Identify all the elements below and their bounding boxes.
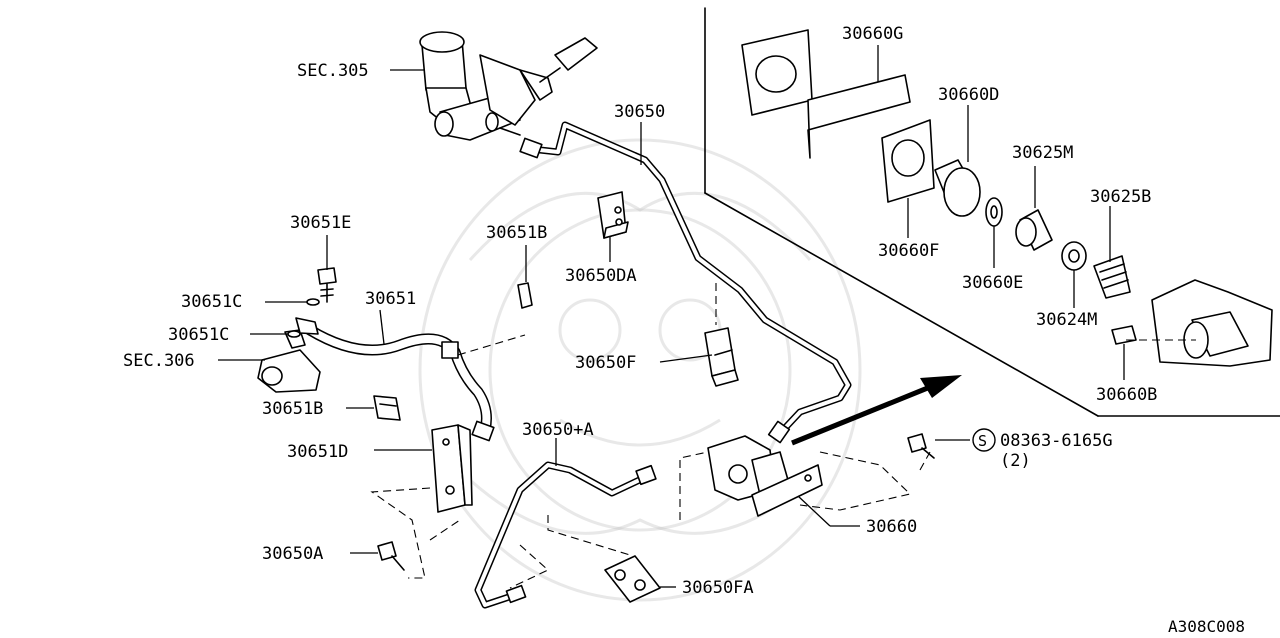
clutch-pipe-30650-plus-a [474,461,657,609]
connector-bolt-30651e [317,267,337,303]
callout-30651d[interactable]: 30651D [287,442,348,462]
callout-sec-305[interactable]: SEC.305 [297,61,369,81]
assembly-guide-lines [370,283,1196,589]
bolt-symbol: S [978,432,987,450]
clutch-pipe-30650 [519,121,852,444]
callout-30651b-upper[interactable]: 30651B [486,223,547,243]
seal-30624m [1061,241,1087,271]
callout-30650f[interactable]: 30650F [575,353,636,373]
damper-piston-30625m [1015,209,1053,251]
diagram-code: A308C008 [1168,617,1245,636]
bolt-code: 08363-6165G [1000,431,1113,451]
pipe-clip-30650fa [604,555,661,603]
hose-bracket-30651d [431,424,473,513]
washer-30651c [287,298,320,338]
bolt-30650a [377,541,405,571]
callout-30624m[interactable]: 30624M [1036,310,1097,330]
part-callouts: SEC.305 30650 30651E 30651B 30650DA 3065… [123,24,1245,636]
callout-30660g[interactable]: 30660G [842,24,903,44]
bleeder-30660b [1111,325,1137,345]
callout-30650[interactable]: 30650 [614,102,665,122]
callout-30660e[interactable]: 30660E [962,273,1023,293]
callout-30651e[interactable]: 30651E [290,213,351,233]
callout-30625b[interactable]: 30625B [1090,187,1151,207]
bolt-08363-6165g [907,433,935,459]
callout-30625m[interactable]: 30625M [1012,143,1073,163]
spring-30625b [1093,255,1131,299]
callout-30660f[interactable]: 30660F [878,241,939,261]
damper-housing [1151,279,1273,367]
damper-bracket-30660g [741,29,911,159]
damper-gasket-30660f [881,119,935,203]
washer-30660e [985,197,1003,227]
lock-plate-30651b-lower [373,395,401,421]
callout-30651b-lower[interactable]: 30651B [262,399,323,419]
leader-lines [218,45,1125,588]
callout-bolt-08363-6165g[interactable]: S 08363-6165G (2) [972,428,1113,471]
damper-piston-30660d [934,159,981,217]
callout-30650-plus-a[interactable]: 30650+A [522,420,594,440]
callout-30650da[interactable]: 30650DA [565,266,637,286]
bolt-quantity: (2) [1000,451,1031,471]
callout-30650fa[interactable]: 30650FA [682,578,754,598]
pipe-clip-30650f [704,327,739,387]
callout-30651[interactable]: 30651 [365,289,416,309]
inset-divider [704,7,1280,417]
clutch-damper-30660 [707,435,823,517]
callout-30660d[interactable]: 30660D [938,85,999,105]
arrow-icon [791,375,962,446]
watermark-crest [418,138,862,602]
callout-sec-306[interactable]: SEC.306 [123,351,195,371]
callout-30651c-upper[interactable]: 30651C [181,292,242,312]
callout-30651c-lower[interactable]: 30651C [168,325,229,345]
callout-30660[interactable]: 30660 [866,517,917,537]
lock-plate-30651b-upper [517,282,533,309]
callout-30660b[interactable]: 30660B [1096,385,1157,405]
clutch-hose-30651 [304,324,495,442]
callout-30650a[interactable]: 30650A [262,544,323,564]
pipe-clip-30650da [597,191,629,239]
operating-cylinder [257,317,321,393]
master-cylinder [419,31,598,141]
